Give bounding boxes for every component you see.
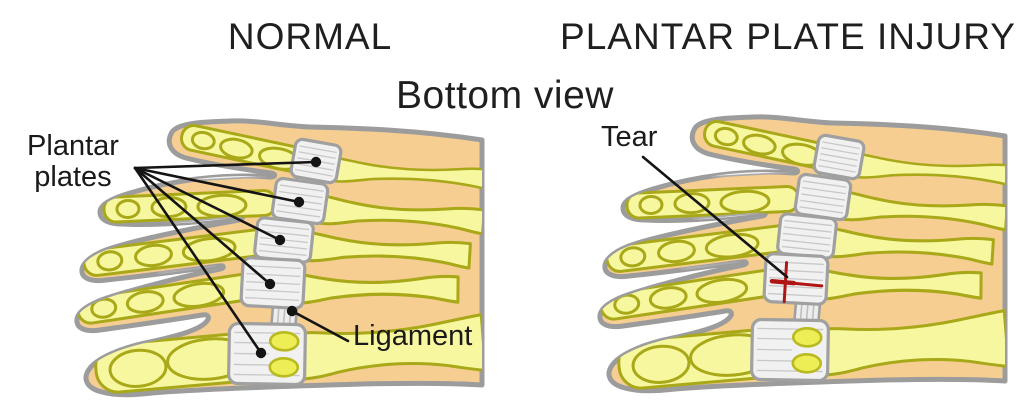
label-plantar-plates-line1: Plantar (27, 130, 119, 162)
plantar-plates-callout-lines (133, 156, 322, 359)
title-injury: PLANTAR PLATE INJURY (560, 16, 1016, 57)
title-normal: NORMAL (227, 16, 393, 57)
tear-mark (769, 261, 824, 304)
label-tear: Tear (601, 121, 658, 153)
ligament-callout-line (286, 305, 350, 343)
tear-callout-line (641, 155, 789, 279)
subtitle-bottom-view: Bottom view (396, 74, 614, 117)
foot-illustration-injury (599, 117, 1019, 391)
label-plantar-plates-line2: plates (34, 161, 112, 193)
label-plantar-plates: Plantar plates (10, 131, 136, 193)
label-ligament: Ligament (353, 320, 473, 352)
